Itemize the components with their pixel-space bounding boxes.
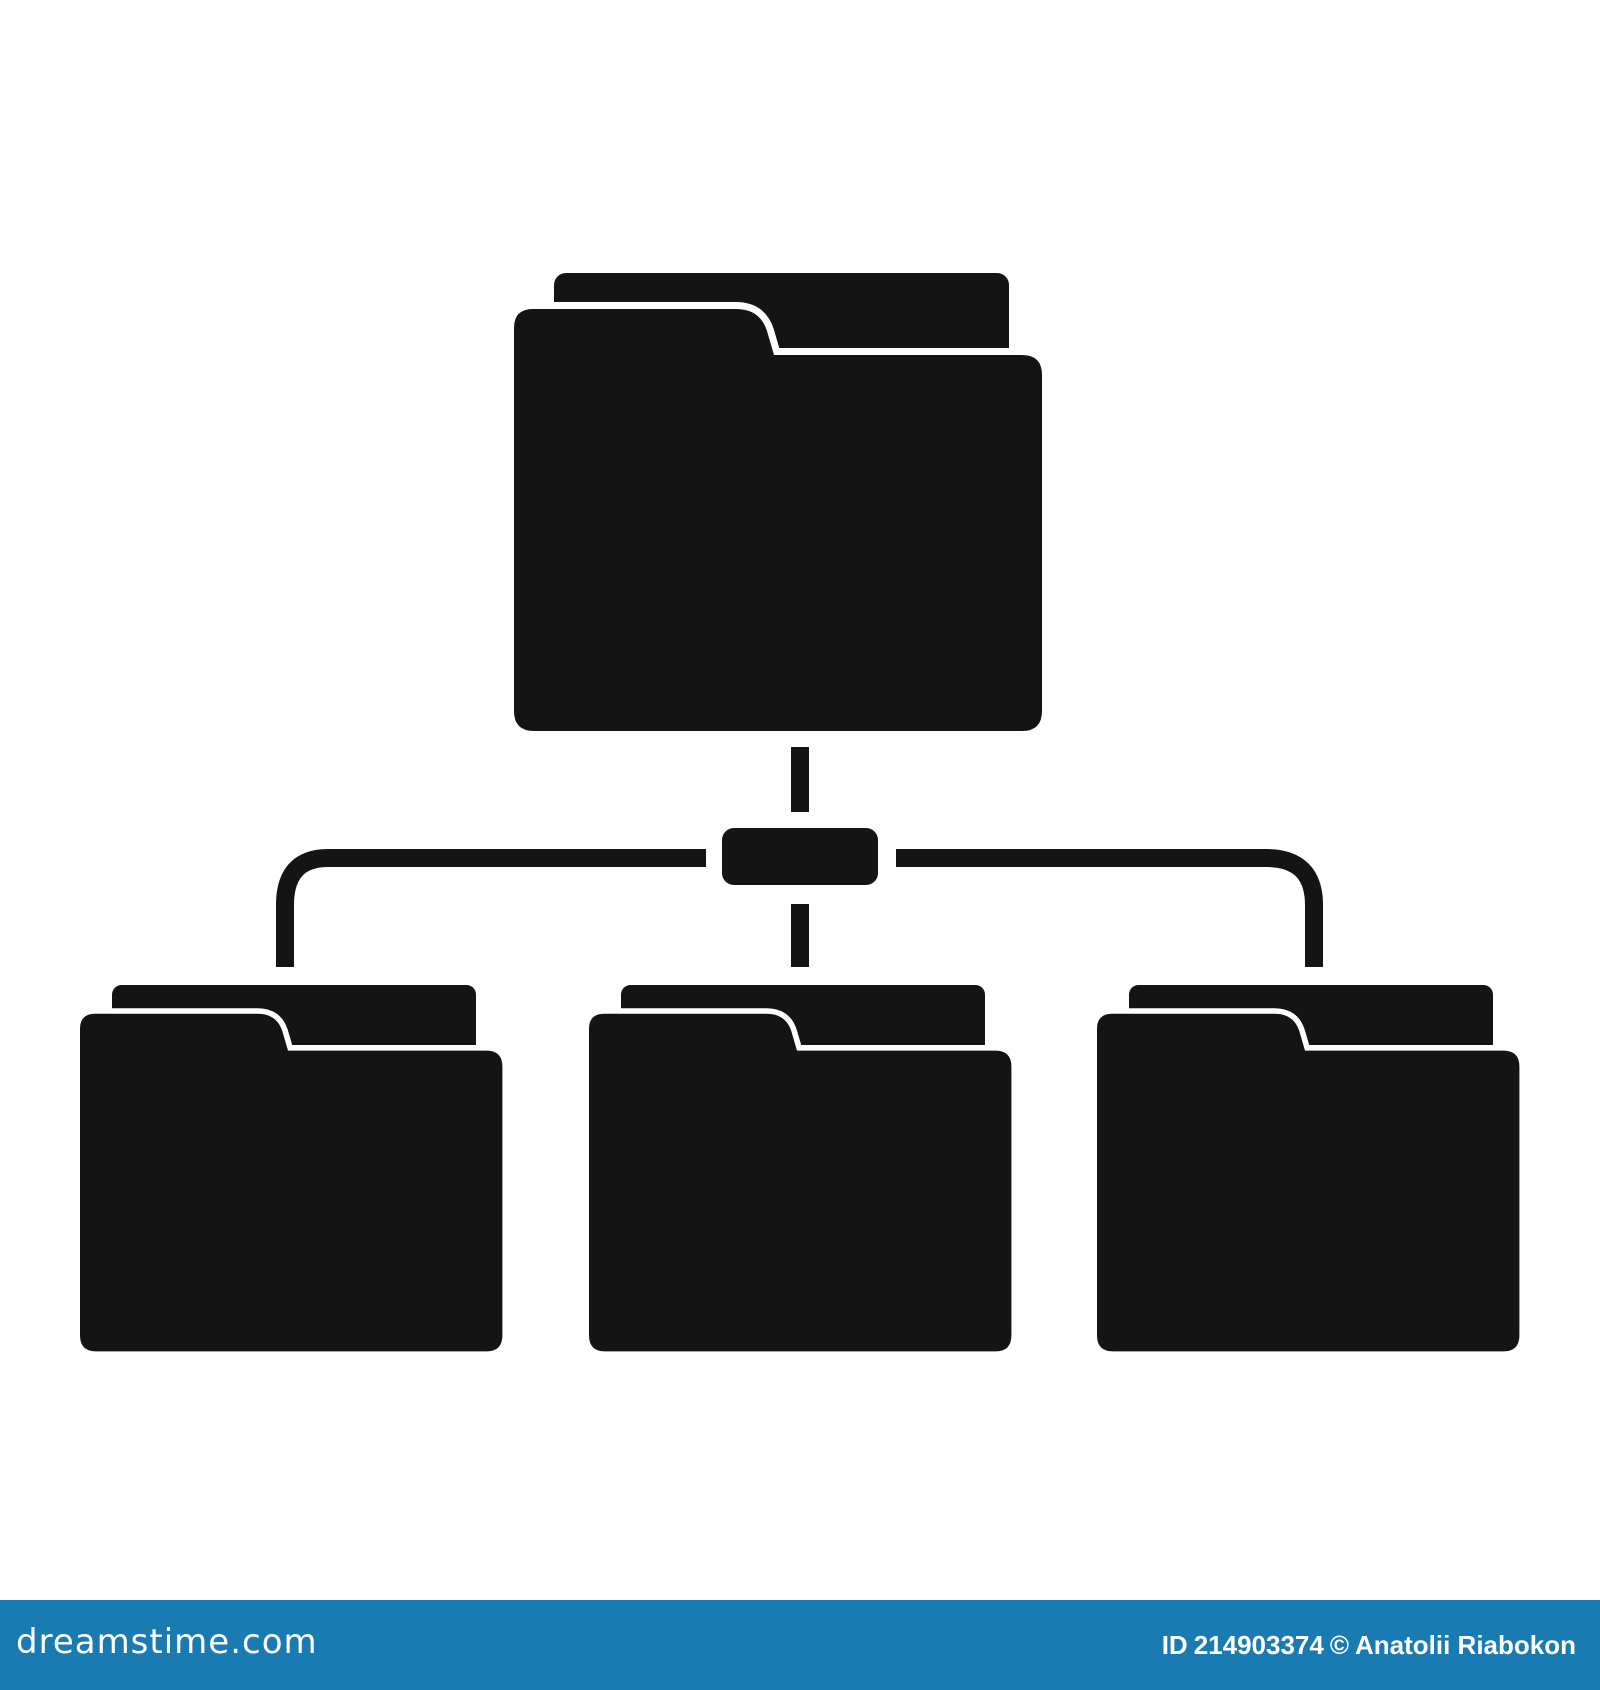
root-folder-icon [514,273,1042,731]
child-center-folder-icon [589,985,1011,1351]
child-left-folder-icon [80,985,502,1351]
id-label: ID [1161,1630,1188,1660]
image-id: 214903374 [1193,1630,1324,1660]
folder-hierarchy-diagram [0,0,1600,1600]
connector-lines [276,747,1323,967]
copyright-symbol: © [1329,1630,1349,1660]
child-right-folder-icon [1097,985,1519,1351]
author-name: Anatolii Riabokon [1355,1630,1576,1660]
brand-logo: dreamstime.com [16,1622,318,1662]
hub-icon [722,828,878,885]
